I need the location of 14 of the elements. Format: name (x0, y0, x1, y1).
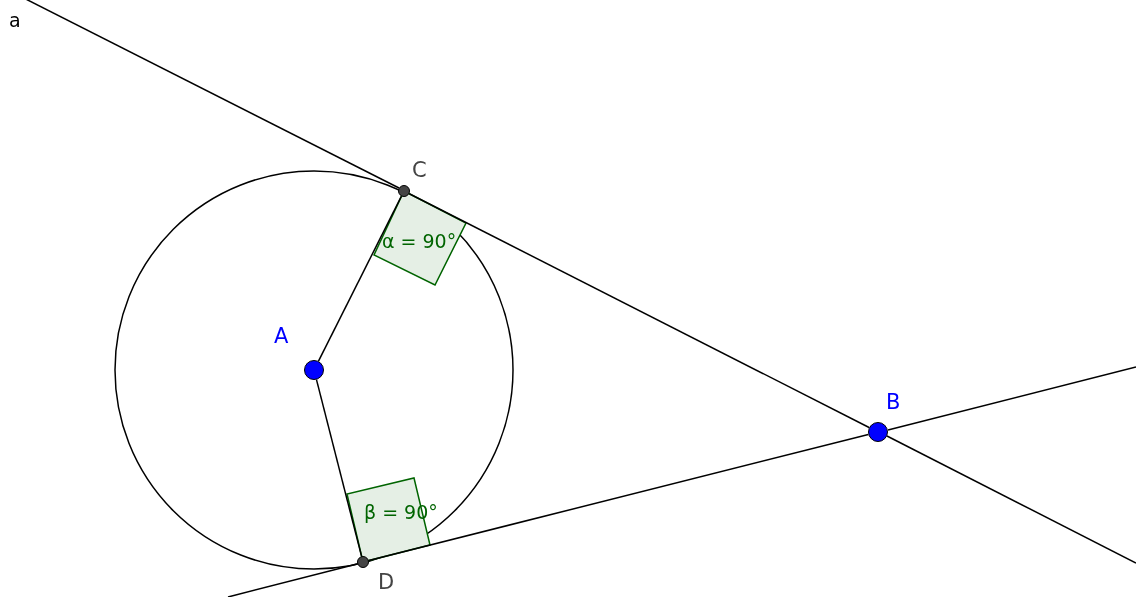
point-label: D (378, 572, 395, 593)
line-segment (368, 433, 870, 562)
line-segment (408, 192, 870, 429)
point-dot (304, 360, 324, 380)
line-name: a (9, 11, 21, 30)
point-label: C (412, 160, 427, 181)
angle-label: α = 90° (382, 232, 457, 251)
point-dot (868, 422, 888, 442)
point-label: A (274, 326, 289, 347)
point-dot (357, 556, 369, 568)
line-segment (317, 195, 403, 362)
line-segment (315, 378, 363, 557)
point-label: B (886, 392, 901, 413)
point-dot (398, 185, 410, 197)
